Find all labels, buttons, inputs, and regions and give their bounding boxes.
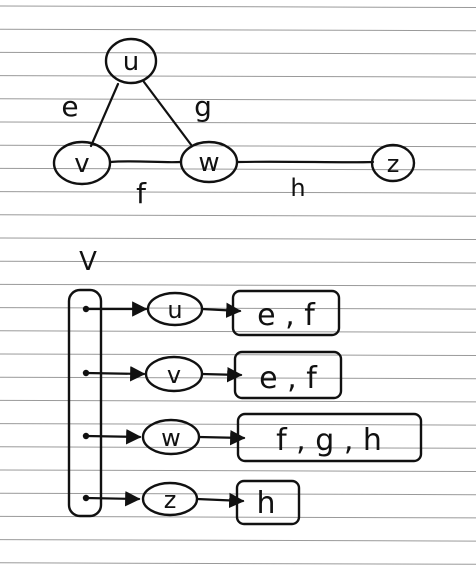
edge-h-line (236, 160, 375, 164)
ruled-line (0, 28, 476, 32)
incident-edge-list: h (256, 486, 275, 521)
graph: e g f h u v w z (52, 37, 416, 210)
node-z-label: z (387, 150, 400, 178)
adjacency-row-z: z h (82, 479, 301, 526)
edge-label-g: g (194, 90, 212, 123)
incident-edge-list-box (235, 479, 301, 526)
ruled-line (0, 307, 476, 310)
incident-edge-list-box (236, 412, 423, 463)
ruled-line (0, 283, 476, 287)
ruled-line (0, 539, 476, 542)
adjacency-row-w: w f , g , h (82, 412, 423, 463)
list-arrow (200, 302, 242, 318)
pointer-arrow (84, 429, 142, 445)
edge-label-e: e (61, 90, 78, 123)
incident-edge-list-box (233, 350, 343, 400)
pointer-arrow (84, 366, 146, 382)
vertex-array-label: V (79, 247, 97, 277)
edge-f-line (108, 160, 183, 164)
ruled-line (0, 51, 476, 55)
incident-edge-list-box (231, 289, 341, 337)
incident-edge-list: e , f (257, 298, 316, 333)
row-vertex-label: z (164, 486, 177, 514)
ruled-line (0, 144, 476, 148)
ruled-line (0, 5, 476, 8)
ruled-line (0, 260, 476, 264)
row-vertex-label: v (167, 361, 181, 389)
ruled-line (0, 121, 476, 124)
node-v: v (52, 140, 112, 186)
node-w: w (179, 140, 239, 184)
list-arrow (197, 429, 246, 446)
vertex-array-box (67, 288, 103, 518)
node-v-label: v (74, 149, 89, 179)
node-u: u (104, 37, 158, 85)
node-w-label: w (198, 148, 219, 178)
ruled-line (0, 98, 476, 101)
list-arrow (195, 492, 245, 509)
ruled-line (0, 399, 476, 403)
edge-g-line (142, 80, 194, 148)
row-vertex-label: u (167, 296, 182, 324)
ruled-line (0, 562, 476, 565)
ruled-line (0, 167, 476, 171)
incident-edge-list: f , g , h (276, 423, 382, 458)
adjacency-row-v: v e , f (82, 350, 343, 400)
pointer-arrow (84, 491, 141, 507)
row-vertex-label: w (161, 424, 181, 452)
node-z: z (370, 143, 416, 183)
ruled-line (0, 469, 476, 472)
edge-label-h: h (290, 174, 305, 202)
ruled-line (0, 330, 476, 333)
ruled-line (0, 75, 476, 78)
ruled-line (0, 237, 476, 240)
ruled-line (0, 214, 476, 217)
adjacency-structure: V u e , f v e , f w (67, 247, 423, 526)
ruled-line (0, 191, 476, 194)
node-u-label: u (123, 47, 139, 77)
edge-label-f: f (136, 177, 147, 210)
adjacency-row-u: u e , f (82, 289, 341, 337)
ruled-line (0, 376, 476, 380)
edge-e-line (89, 82, 120, 148)
incident-edge-list: e , f (259, 361, 318, 396)
